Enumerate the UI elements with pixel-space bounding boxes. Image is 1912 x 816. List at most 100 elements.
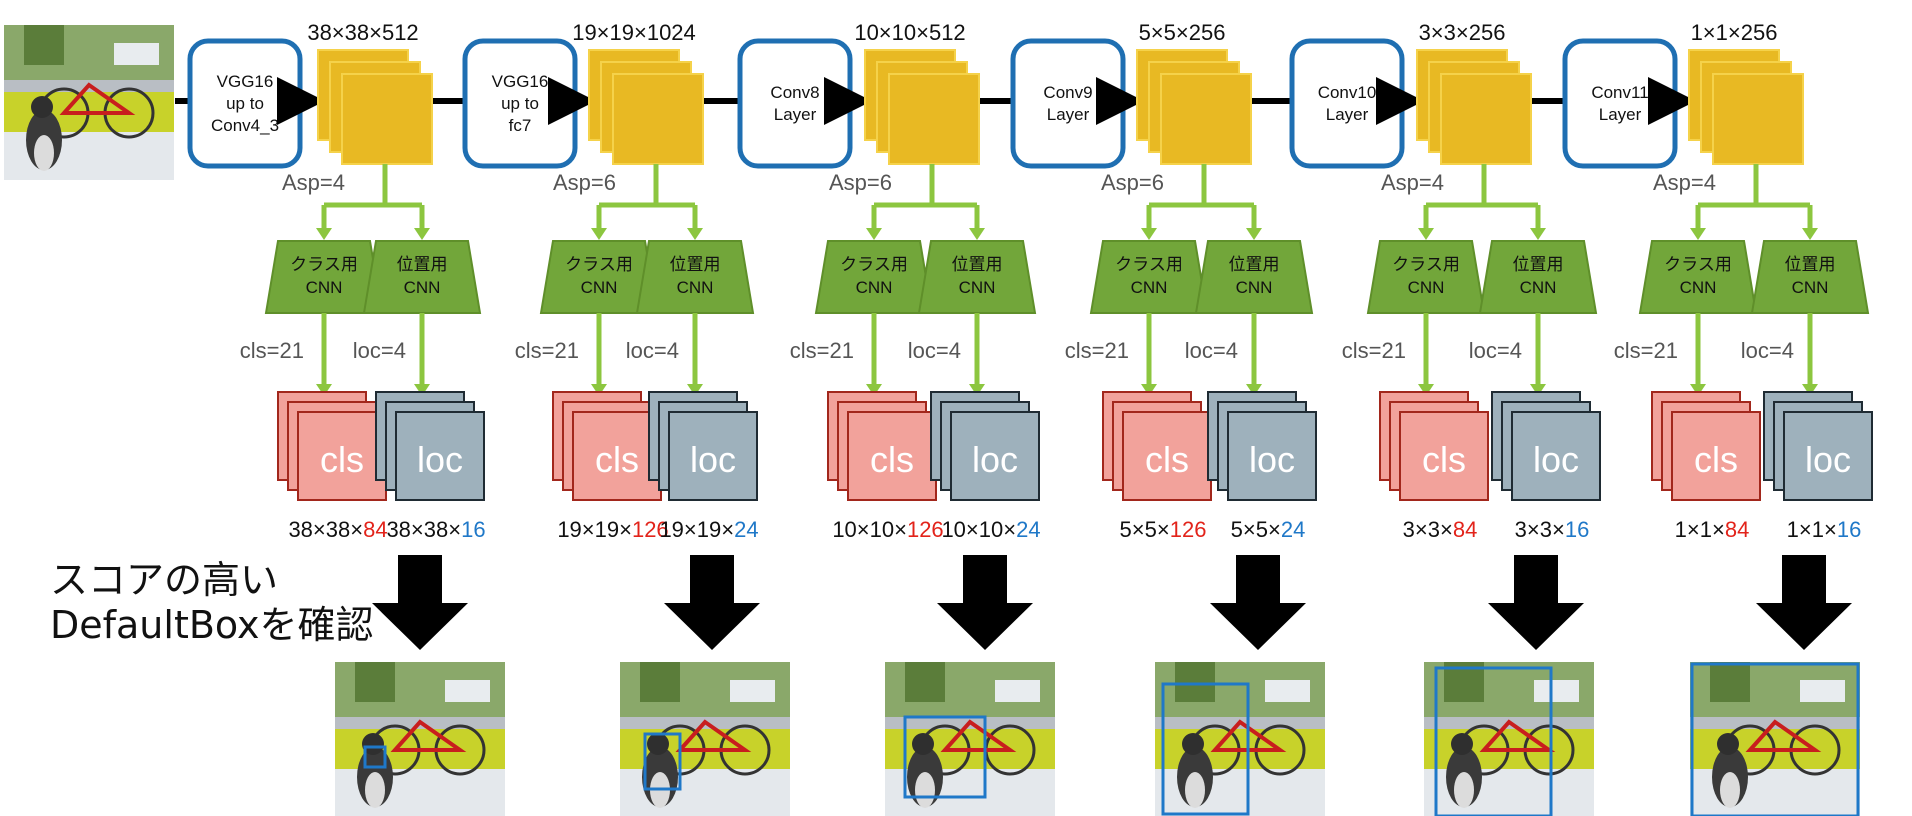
title-line-2: DefaultBoxを確認 xyxy=(50,603,373,647)
cls-cnn-head xyxy=(1638,240,1758,314)
cls-map-text: cls xyxy=(320,439,364,480)
result-photo xyxy=(883,660,1057,816)
layer-label: Conv10 xyxy=(1318,83,1377,102)
loc-map xyxy=(395,411,485,501)
loc-output-dim: 3×3×16 xyxy=(1515,517,1590,542)
arrowhead xyxy=(1530,228,1546,240)
loc-cnn-label: CNN xyxy=(404,278,441,297)
feature-dim: 3×3×256 xyxy=(1419,20,1506,45)
cls-cnn-head xyxy=(1366,240,1486,314)
layer-box xyxy=(1289,38,1405,169)
arrowhead xyxy=(1141,228,1157,240)
loc-dim-number: 24 xyxy=(1016,517,1040,542)
loc-dim-number: 16 xyxy=(1565,517,1589,542)
loc-dim-number: 16 xyxy=(461,517,485,542)
loc-map-text: loc xyxy=(1249,439,1295,480)
loc-map xyxy=(1511,411,1601,501)
result-photo xyxy=(1688,660,1862,816)
detection-box xyxy=(1161,682,1250,816)
arrowhead xyxy=(1246,384,1262,396)
cls-count-label: cls=21 xyxy=(1065,338,1129,363)
result-image xyxy=(883,660,1057,816)
layer-label: Layer xyxy=(774,105,817,124)
cls-cnn-label: CNN xyxy=(856,278,893,297)
feature-dim: 19×19×1024 xyxy=(572,20,696,45)
cls-count-label: cls=21 xyxy=(240,338,304,363)
loc-map-text: loc xyxy=(417,439,463,480)
feature-map-layer xyxy=(1712,73,1804,165)
cls-cnn-label: CNN xyxy=(1680,278,1717,297)
arrowhead xyxy=(1802,228,1818,240)
arrowhead xyxy=(866,384,882,396)
cls-map-text: cls xyxy=(595,439,639,480)
cls-cnn-label: クラス用 xyxy=(1115,255,1183,275)
title-line-1: スコアの高い xyxy=(50,558,278,602)
arrowhead xyxy=(1802,384,1818,396)
loc-dim-prefix: 1×1× xyxy=(1787,517,1837,542)
arrowhead xyxy=(1141,384,1157,396)
loc-cnn-label: CNN xyxy=(677,278,714,297)
arrowhead xyxy=(1418,384,1434,396)
feature-map-layer xyxy=(1440,73,1532,165)
input-photo xyxy=(2,23,176,182)
layer-label: VGG16 xyxy=(492,72,549,91)
feature-dim: 38×38×512 xyxy=(307,20,418,45)
detection-box xyxy=(1690,662,1860,816)
loc-map-text: loc xyxy=(690,439,736,480)
loc-count-label: loc=4 xyxy=(1469,338,1522,363)
feature-map-layer xyxy=(612,73,704,165)
loc-cnn-head xyxy=(1478,240,1598,314)
result-arrow xyxy=(1756,555,1852,650)
cls-dim-number: 84 xyxy=(1453,517,1477,542)
loc-cnn-head xyxy=(635,240,755,314)
arrowhead xyxy=(414,228,430,240)
loc-dim-number: 24 xyxy=(734,517,758,542)
layer-box xyxy=(1010,38,1126,169)
result-image xyxy=(1153,660,1327,816)
loc-dim-prefix: 10×10× xyxy=(941,517,1016,542)
cls-map-text: cls xyxy=(1422,439,1466,480)
cls-map-text: cls xyxy=(1694,439,1738,480)
loc-cnn-label: 位置用 xyxy=(1785,255,1836,275)
layer-label: up to xyxy=(501,94,539,113)
result-arrow xyxy=(1488,555,1584,650)
cls-map xyxy=(572,411,662,501)
cls-dim-prefix: 38×38× xyxy=(288,517,363,542)
cls-cnn-head xyxy=(264,240,384,314)
arrowhead xyxy=(969,228,985,240)
cls-output-dim: 5×5×126 xyxy=(1120,517,1207,542)
loc-output-dim: 5×5×24 xyxy=(1231,517,1306,542)
cls-map xyxy=(847,411,937,501)
cls-dim-number: 84 xyxy=(363,517,387,542)
cls-count-label: cls=21 xyxy=(790,338,854,363)
loc-cnn-label: CNN xyxy=(959,278,996,297)
loc-cnn-head xyxy=(917,240,1037,314)
aspect-ratio-label: Asp=4 xyxy=(282,170,345,195)
loc-output-dim: 10×10×24 xyxy=(941,517,1040,542)
arrowhead xyxy=(591,384,607,396)
aspect-ratio-label: Asp=4 xyxy=(1653,170,1716,195)
layer-box xyxy=(1562,38,1678,169)
arrowhead xyxy=(969,384,985,396)
layer-label: VGG16 xyxy=(217,72,274,91)
cls-map-text: cls xyxy=(1145,439,1189,480)
layer-label: Conv9 xyxy=(1043,83,1092,102)
aspect-ratio-label: Asp=6 xyxy=(553,170,616,195)
arrowhead xyxy=(1690,228,1706,240)
loc-cnn-head xyxy=(1750,240,1870,314)
layer-label: Layer xyxy=(1047,105,1090,124)
feature-dim: 5×5×256 xyxy=(1139,20,1226,45)
result-photo xyxy=(333,660,507,816)
cls-map xyxy=(1671,411,1761,501)
loc-map-text: loc xyxy=(972,439,1018,480)
cls-cnn-label: CNN xyxy=(1131,278,1168,297)
